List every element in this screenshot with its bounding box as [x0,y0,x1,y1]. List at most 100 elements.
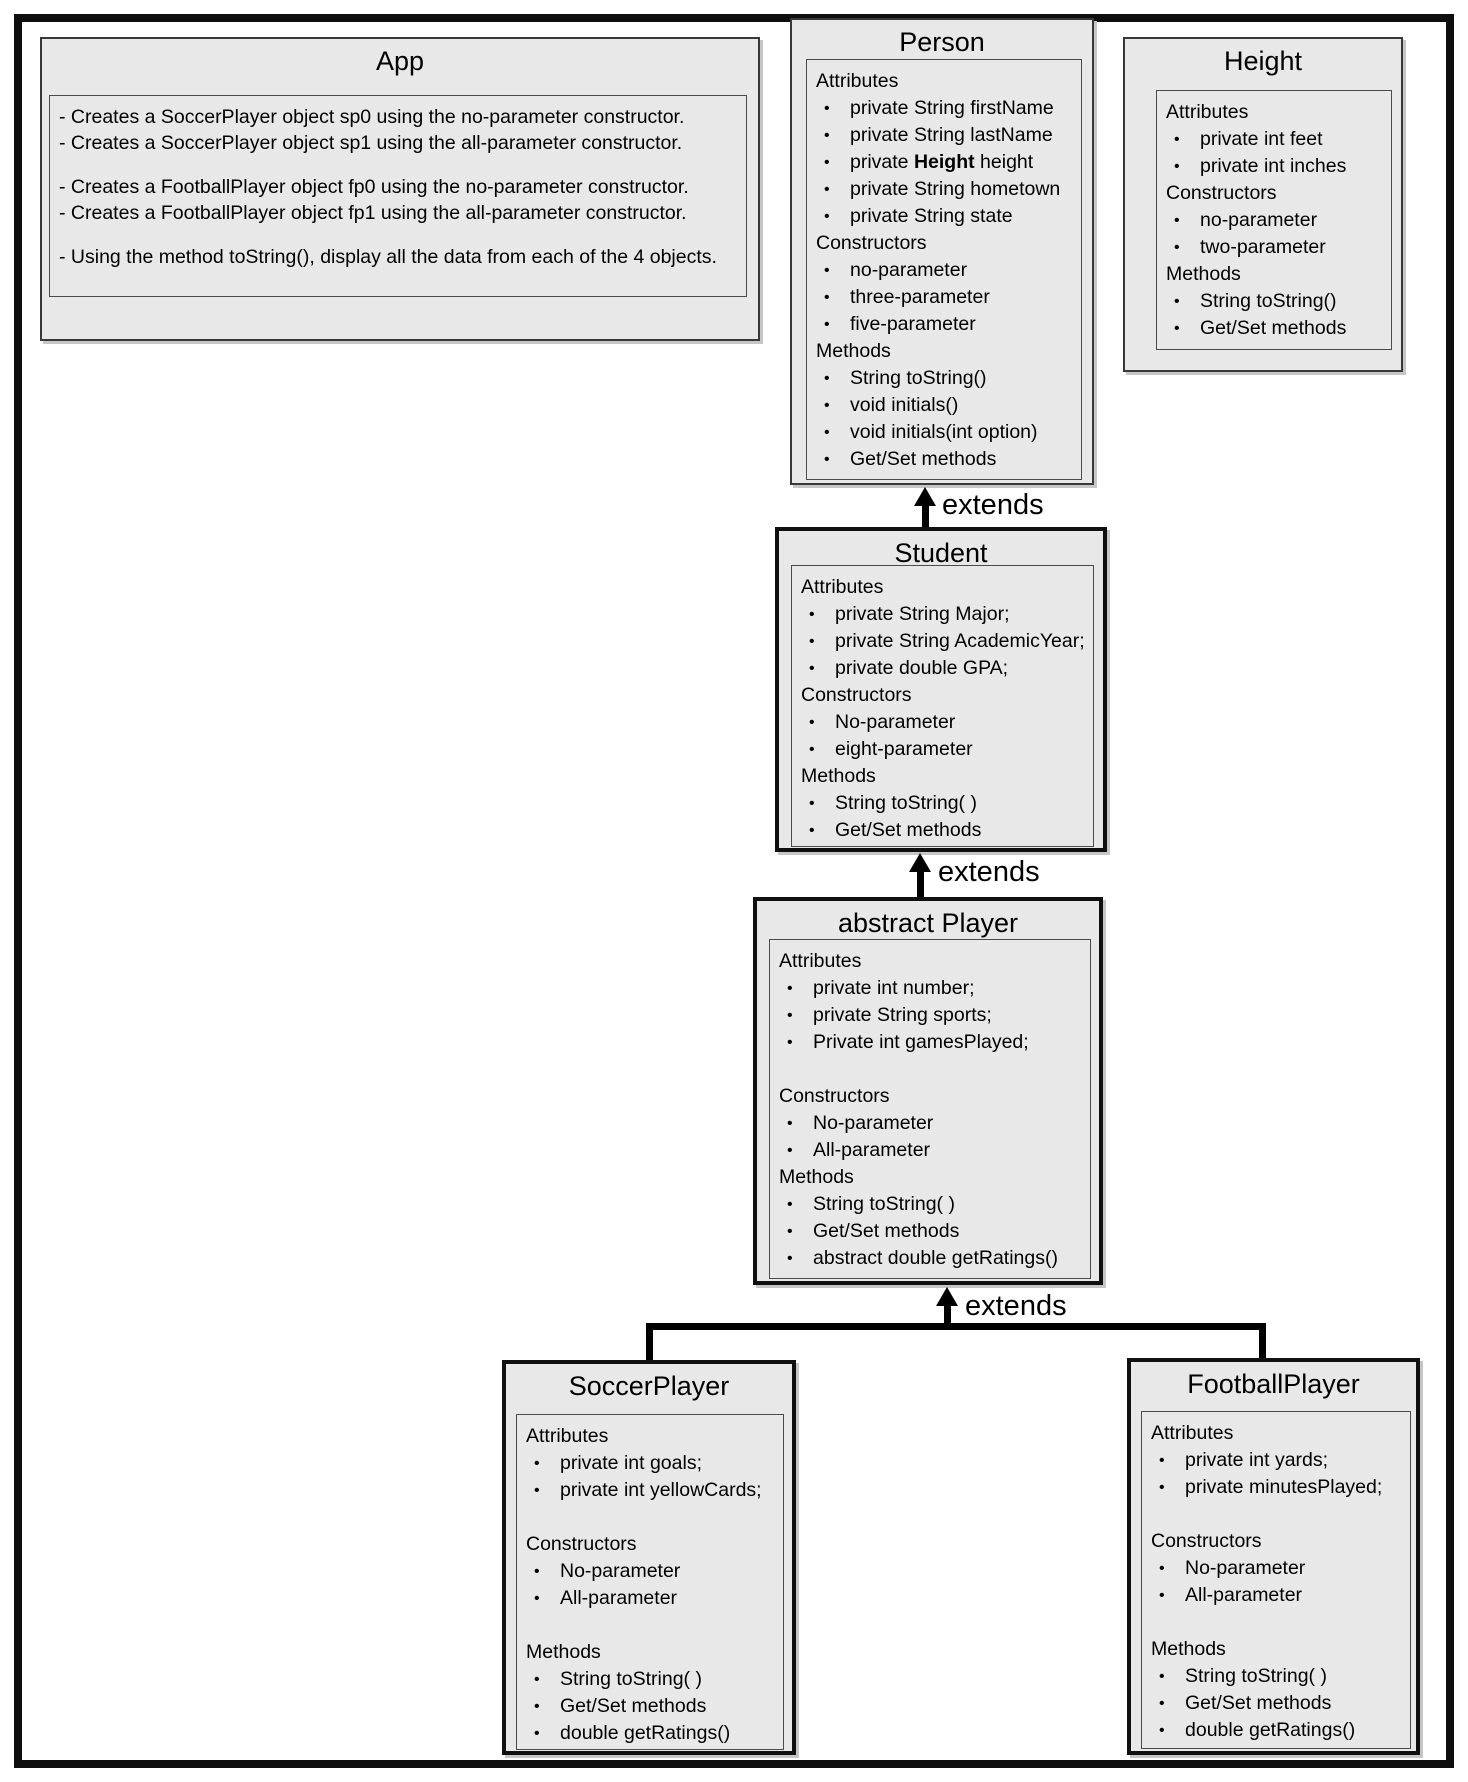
inheritance-stub-football [1259,1323,1266,1358]
member-text: No-parameter [1185,1557,1306,1579]
section-header: Attributes [801,576,884,598]
section-header: Methods [816,340,891,362]
member-item: • No-parameter [526,1558,775,1585]
bullet-icon: • [534,1482,540,1499]
member-item: • Get/Set methods [1151,1690,1402,1717]
section-header: Methods [1166,263,1241,285]
app-description-line: - Creates a FootballPlayer object fp1 us… [59,202,687,224]
section-header: Methods [526,1641,601,1663]
member-text: private String sports; [813,1004,992,1026]
bullet-icon: • [534,1725,540,1742]
bullet-icon: • [534,1590,540,1607]
member-item: • private String Major; [801,601,1085,628]
bullet-icon: • [824,100,830,117]
member-item: •private int inches [1166,153,1383,180]
member-text: private String Major; [835,603,1010,625]
member-item: •private String lastName [816,122,1073,149]
member-item: •String toString( ) [526,1666,775,1693]
section-header: Constructors [816,232,927,254]
member-text: three-parameter [850,286,990,308]
bullet-icon: • [824,262,830,279]
member-item: •All-parameter [526,1585,775,1612]
class-members-football-player: Attributes • private int yards; •private mi… [1141,1411,1411,1749]
section-header: Attributes [816,70,899,92]
section-header: Attributes [1151,1422,1234,1444]
member-item: •String toString( ) [801,790,1085,817]
member-text: double getRatings() [1185,1719,1356,1741]
member-text: private double GPA; [835,657,1009,679]
bullet-icon: • [1174,293,1180,310]
section-header: Constructors [801,684,912,706]
arrow-shaft [916,872,924,897]
extends-label: extends [938,856,1040,888]
class-title-football-player: FootballPlayer [1187,1369,1360,1399]
member-item: •private int feet [1166,126,1383,153]
app-description-line: - Creates a FootballPlayer object fp0 us… [59,176,689,198]
section-header: Attributes [779,950,862,972]
member-item: • private int yards; [1151,1447,1402,1474]
bullet-icon: • [824,154,830,171]
member-text: abstract double getRatings() [813,1247,1058,1269]
member-text: No-parameter [560,1560,681,1582]
member-text: Get/Set methods [1185,1692,1332,1714]
arrow-shaft [921,506,929,527]
bullet-icon: • [1159,1587,1165,1604]
class-box-student: Student Attributes•private String Major;… [775,527,1107,852]
member-item: • No-parameter [1151,1555,1402,1582]
class-box-person: Person Attributes•private String firstNa… [790,18,1094,485]
bullet-icon: • [787,980,793,997]
member-item: •private int number; [779,975,1082,1002]
arrow-up-icon [909,853,931,872]
bullet-icon: • [809,606,815,623]
arrow-up-icon [936,1287,958,1306]
member-item: •Get/Set methods [816,446,1073,473]
section-header: Constructors [1166,182,1277,204]
member-text: String toString( ) [813,1193,955,1215]
member-text: String toString( ) [1185,1665,1327,1687]
bullet-icon: • [809,714,815,731]
section-header: Constructors [526,1533,637,1555]
bullet-icon: • [1159,1695,1165,1712]
bullet-icon: • [1159,1452,1165,1469]
member-text: All-parameter [1185,1584,1303,1606]
member-text: void initials(int option) [850,421,1038,443]
bullet-icon: • [809,822,815,839]
member-text: eight-parameter [835,738,973,760]
member-item: •private String state [816,203,1073,230]
member-item: •double getRatings() [1151,1717,1402,1744]
member-item: •No-parameter [779,1110,1082,1137]
member-item: •private minutesPlayed; [1151,1474,1402,1501]
member-text: no-parameter [850,259,968,281]
section-header: Attributes [1166,101,1249,123]
member-text: private String state [850,205,1013,227]
class-members-soccer-player: Attributes•private int goals;•private in… [516,1414,784,1750]
bullet-icon: • [534,1563,540,1580]
member-text: private String firstName [850,97,1054,119]
bullet-icon: • [534,1671,540,1688]
class-title-abstract-player: abstract Player [837,908,1019,938]
member-item: •void initials(int option) [816,419,1073,446]
bullet-icon: • [1174,239,1180,256]
member-text: No-parameter [813,1112,934,1134]
member-item: •private Height height [816,149,1073,176]
member-item: • All-parameter [1151,1582,1402,1609]
bullet-icon: • [1174,158,1180,175]
member-item: •three-parameter [816,284,1073,311]
class-box-height: Height Attributes•private int feet•priva… [1123,37,1403,372]
bullet-icon: • [1159,1560,1165,1577]
bullet-icon: • [824,127,830,144]
member-text: private int yards; [1185,1449,1329,1471]
member-text: String toString() [1200,290,1337,312]
member-item: •private String hometown [816,176,1073,203]
bullet-icon: • [787,1196,793,1213]
member-text: two-parameter [1200,236,1326,258]
member-item: •Get/Set methods [526,1693,775,1720]
app-description-line: - Creates a SoccerPlayer object sp1 usin… [59,132,683,154]
extends-arrow-player-student [909,853,931,897]
member-item: •abstract double getRatings() [779,1245,1082,1272]
member-text: private int yellowCards; [560,1479,762,1501]
class-title-app: App [375,46,425,76]
bullet-icon: • [809,741,815,758]
member-item: •private double GPA; [801,655,1085,682]
class-members-student: Attributes•private String Major;•private… [791,565,1094,847]
